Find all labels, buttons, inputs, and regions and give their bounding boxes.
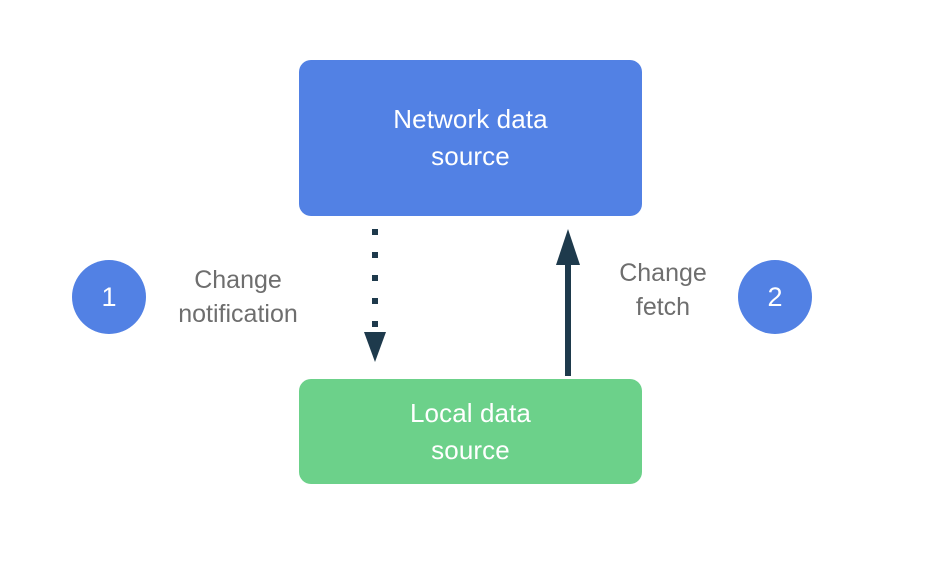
node-network-data-source: Network data source (299, 60, 642, 216)
step-marker-2-number: 2 (767, 281, 783, 312)
step-marker-2: 2 (738, 260, 812, 334)
step-marker-1-number: 1 (101, 281, 117, 312)
node-local-data-source: Local data source (299, 379, 642, 484)
edge-label-change-notification: Change notification (178, 266, 298, 328)
node-network-data-source-label: Network data source (393, 104, 548, 171)
change-fetch-arrow-icon (556, 229, 580, 376)
step-marker-1: 1 (72, 260, 146, 334)
change-notification-arrow-icon (364, 229, 386, 362)
edge-label-change-fetch: Change fetch (619, 259, 707, 321)
node-local-data-source-label: Local data source (410, 397, 531, 465)
